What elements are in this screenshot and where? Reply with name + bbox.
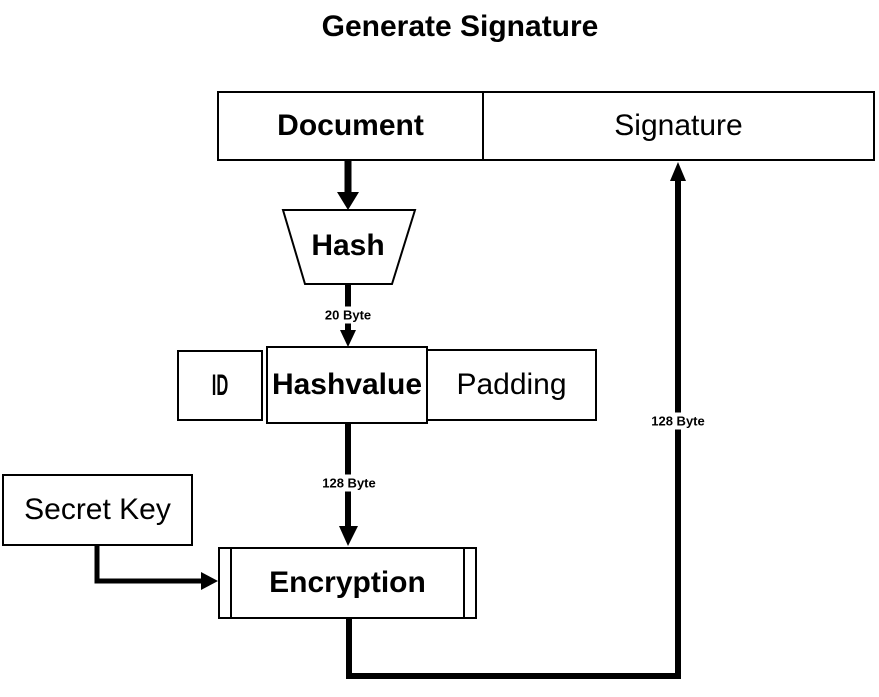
document-cell: Document xyxy=(219,93,484,159)
hash-trapezoid xyxy=(281,209,417,285)
padding-box: Padding xyxy=(426,349,597,421)
arrow-secret-key-to-encryption xyxy=(94,546,202,584)
diagram-title: Generate Signature xyxy=(321,10,599,43)
label-128-byte-encryption: 128 Byte xyxy=(319,474,379,492)
arrowhead-hash-to-hashvalue xyxy=(340,330,356,347)
arrowhead-encryption-to-signature xyxy=(670,162,686,181)
signature-cell: Signature xyxy=(614,109,743,142)
encryption-label: Encryption xyxy=(269,566,426,599)
arrowhead-secret-key-to-encryption xyxy=(201,572,218,590)
encryption-box: Encryption xyxy=(218,547,477,619)
document-signature-box: Document Signature xyxy=(217,91,875,161)
hash-node-label: Hash xyxy=(311,229,385,262)
arrowhead-document-to-hash xyxy=(337,192,359,210)
label-20-byte: 20 Byte xyxy=(321,306,375,324)
label-128-byte-signature: 128 Byte xyxy=(648,412,708,430)
id-label: ID xyxy=(211,368,229,402)
secret-key-box: Secret Key xyxy=(2,474,193,546)
id-box: ID xyxy=(177,350,263,421)
arrowhead-hashvalue-to-encryption xyxy=(339,526,358,546)
hashvalue-box: Hashvalue xyxy=(266,346,428,424)
encryption-inner-line-left xyxy=(230,547,232,619)
encryption-inner-line-right xyxy=(463,547,465,619)
